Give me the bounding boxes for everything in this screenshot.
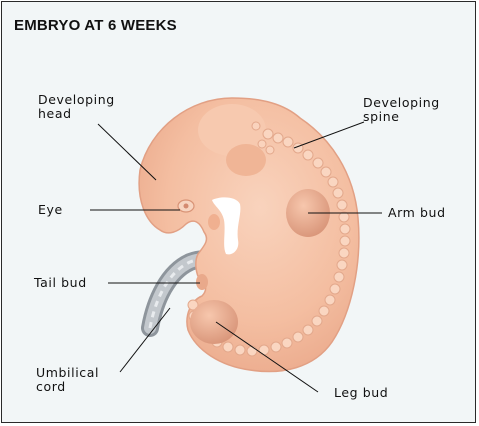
label-developing-head-line2: head [38, 107, 115, 121]
label-eye: Eye [38, 203, 63, 217]
label-arm-bud: Arm bud [388, 206, 446, 220]
tail-bud-shape [196, 274, 208, 290]
label-tail-bud: Tail bud [34, 276, 87, 290]
label-developing-spine: Developing spine [363, 96, 440, 124]
label-developing-spine-line2: spine [363, 110, 440, 124]
eye-shape [178, 200, 194, 212]
label-leg-bud: Leg bud [334, 386, 388, 400]
label-umbilical-cord: Umbilical cord [36, 366, 99, 394]
label-umbilical-cord-line1: Umbilical [36, 366, 99, 380]
label-developing-spine-line1: Developing [363, 96, 440, 110]
leg-bud-shape [190, 300, 238, 344]
label-umbilical-cord-line2: cord [36, 380, 99, 394]
label-developing-head-line1: Developing [38, 93, 115, 107]
label-developing-head: Developing head [38, 93, 115, 121]
